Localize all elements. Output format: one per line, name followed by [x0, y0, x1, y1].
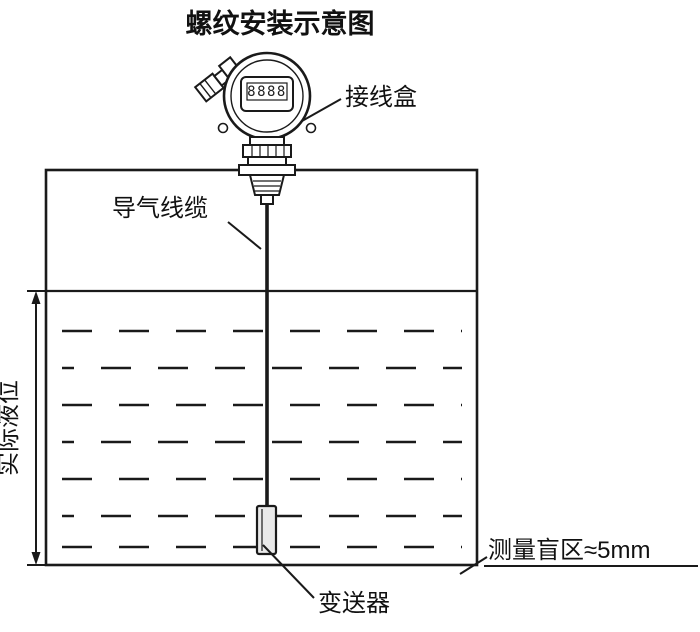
- transmitter-label: 变送器: [318, 590, 390, 617]
- junction-box-leader: [301, 98, 342, 122]
- diagram-lines: 8888: [27, 51, 698, 599]
- body-tier: [247, 156, 287, 166]
- lcd-screen: [246, 82, 288, 101]
- cable-stub: [260, 194, 274, 205]
- lcd-display: [240, 76, 294, 112]
- dimension-arrow-up: [31, 291, 41, 304]
- head-screw-left: [217, 122, 229, 134]
- mounting-plate: [238, 164, 296, 176]
- junction-box-label: 接线盒: [345, 84, 417, 111]
- lcd-digits: 8888: [247, 84, 287, 100]
- diagram-title: 螺纹安装示意图: [186, 8, 375, 39]
- transmitter-head-inner-ring: [230, 59, 304, 133]
- probe-body: [255, 504, 278, 556]
- transmitter-leader: [262, 544, 315, 599]
- head-screw-right: [305, 122, 317, 134]
- blind-zone-leader: [459, 556, 488, 575]
- actual-level-label: 实际液位: [0, 380, 22, 476]
- gland-ridge: [204, 79, 217, 95]
- air-cable-leader: [227, 221, 262, 250]
- device-neck: [249, 136, 285, 146]
- dimension-arrow-down: [31, 552, 41, 565]
- blind-zone-label: 测量盲区≈5mm: [488, 537, 651, 564]
- hex-fitting: [248, 174, 286, 196]
- air-cable-label: 导气线缆: [112, 195, 208, 222]
- gland-ridge: [199, 83, 212, 99]
